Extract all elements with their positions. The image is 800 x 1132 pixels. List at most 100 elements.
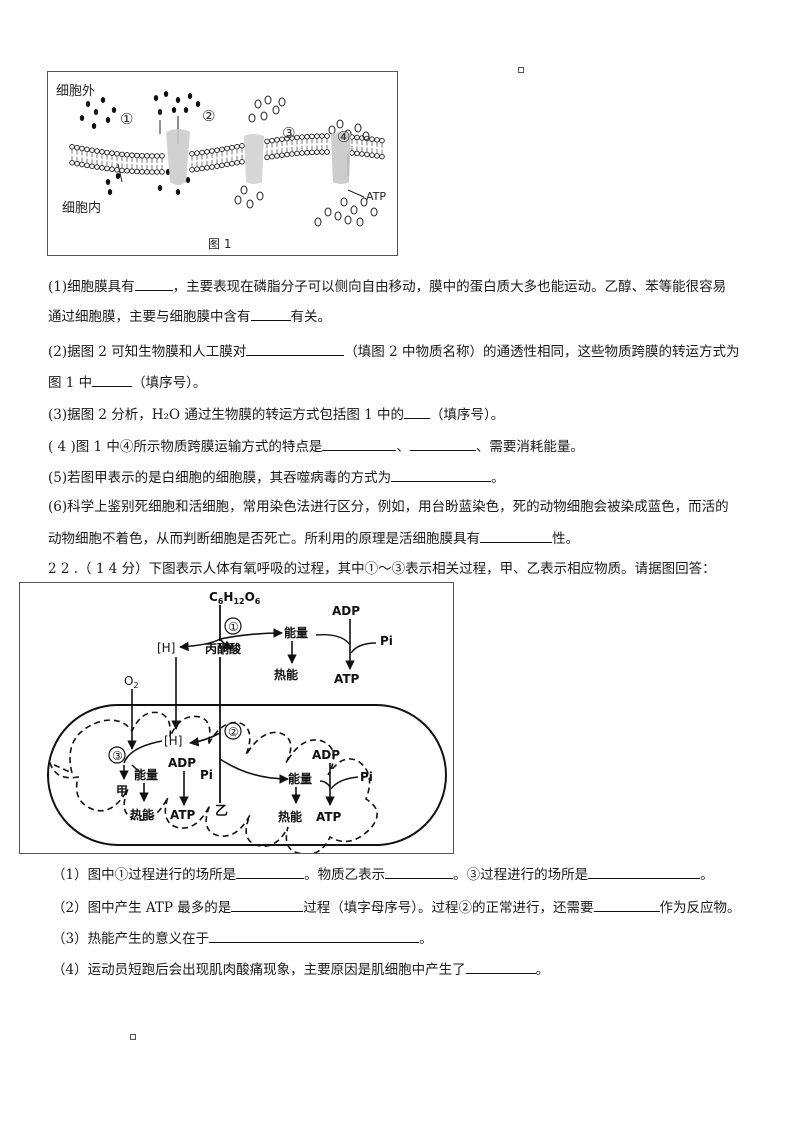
solute-molecule <box>107 189 113 195</box>
answer-blank[interactable] <box>134 276 173 291</box>
arrow-to-h-inner <box>189 732 221 747</box>
solute-molecule <box>105 179 111 185</box>
arrow-to-energy-right <box>219 758 289 784</box>
phospholipid-head <box>364 151 370 158</box>
answer-blank[interactable] <box>480 528 552 543</box>
phospholipid-head <box>374 137 380 143</box>
phospholipid-head <box>144 169 150 175</box>
marker-4: ④ <box>337 128 350 146</box>
answer-blank[interactable] <box>250 306 291 321</box>
solute-molecule-hollow <box>350 205 358 215</box>
solute-molecule <box>157 185 163 191</box>
phospholipid-head <box>274 137 280 143</box>
answer-blank[interactable] <box>246 341 345 356</box>
phospholipid-head <box>324 149 330 155</box>
answer-blank[interactable] <box>92 372 133 387</box>
figure-2-respiration: C6H12O6 ① [H] 丙酮酸 能量 ADP Pi ATP 热能 O2 ② … <box>19 582 454 856</box>
phospholipid-head <box>229 160 235 167</box>
jia-label: 甲 <box>116 784 128 798</box>
yi-label: 乙 <box>215 804 228 819</box>
phospholipid-head <box>84 162 90 169</box>
carrier-protein-4 <box>331 132 351 184</box>
phospholipid-head <box>369 136 375 142</box>
step-3-label: ③ <box>112 749 123 763</box>
phospholipid-head <box>99 149 105 155</box>
phospholipid-head <box>214 163 220 169</box>
energy-join-top <box>315 634 351 646</box>
q21-6-line2: 动物细胞不着色，从而判断细胞是否死亡。所利用的原理是活细胞膜具有性。 <box>48 528 579 548</box>
solute-molecule-hollow <box>254 99 262 109</box>
phospholipid-head <box>379 137 385 144</box>
transport-arrow <box>117 163 123 183</box>
answer-blank[interactable] <box>404 404 431 419</box>
solute-molecule <box>93 109 99 115</box>
solute-molecule-hollow <box>362 131 370 141</box>
answer-blank[interactable] <box>322 436 397 451</box>
phospholipid-head <box>104 149 110 156</box>
figure-1-caption: 图 1 <box>208 237 231 251</box>
arrow-to-h <box>179 638 221 652</box>
to-energy-left <box>131 764 143 774</box>
adp-left-label: ADP <box>168 756 196 770</box>
answer-blank[interactable] <box>231 897 304 912</box>
corner-mark <box>518 67 524 73</box>
phospholipid-head <box>209 164 215 170</box>
solute-molecule <box>195 101 201 107</box>
phospholipid-head <box>369 152 375 158</box>
phospholipid-head <box>74 144 80 151</box>
phospholipid-head <box>204 149 210 155</box>
q21-2-line2: 图 1 中（填序号）。 <box>48 372 206 392</box>
phospholipid-head <box>189 151 195 157</box>
answer-blank[interactable] <box>409 436 476 451</box>
phospholipid-head <box>314 133 320 139</box>
phospholipid-head <box>154 169 160 175</box>
answer-blank[interactable] <box>236 864 305 879</box>
solute-molecule <box>171 107 177 113</box>
phospholipid-head <box>354 150 360 157</box>
step-1-label: ① <box>228 620 239 634</box>
phospholipid-head <box>279 152 285 158</box>
h-inner-label: [H] <box>164 734 182 748</box>
phospholipid-head <box>159 153 165 159</box>
solute-molecule <box>163 91 169 97</box>
answer-blank[interactable] <box>391 467 492 482</box>
solute-molecule-hollow <box>344 215 352 225</box>
phospholipid-head <box>129 168 135 174</box>
phospholipid-head <box>124 168 130 174</box>
solute-molecule-hollow <box>278 97 286 107</box>
atp-top-label: ATP <box>334 672 360 686</box>
phospholipid-head <box>74 160 80 167</box>
phospholipid-head <box>119 167 125 174</box>
phospholipid-head <box>319 133 325 139</box>
phospholipid-head <box>354 134 360 141</box>
solute-molecule <box>115 173 121 179</box>
q22-3: （3）热能产生的意义在于。 <box>52 928 433 948</box>
phospholipid-head <box>294 150 300 157</box>
phospholipid-head <box>134 152 140 159</box>
h-to-step3 <box>123 740 163 764</box>
answer-blank[interactable] <box>385 864 454 879</box>
phospholipid-head <box>224 161 230 168</box>
adp-right-label: ADP <box>312 748 340 762</box>
atp-label: ATP <box>366 190 386 203</box>
heat-top-label: 热能 <box>274 667 298 682</box>
energy-top-label: 能量 <box>284 625 308 640</box>
label-inside: 细胞内 <box>62 200 101 216</box>
phospholipid-head <box>69 143 75 150</box>
answer-blank[interactable] <box>465 959 536 974</box>
solute-molecule-hollow <box>260 111 268 121</box>
answer-blank[interactable] <box>593 897 660 912</box>
answer-blank[interactable] <box>209 928 420 943</box>
phospholipid-head <box>219 146 225 153</box>
solute-molecule <box>183 107 189 113</box>
solute-molecule-hollow <box>314 217 322 227</box>
phospholipid-head <box>264 154 270 161</box>
answer-blank[interactable] <box>588 864 701 879</box>
step-1-marker <box>224 617 242 635</box>
phospholipid-head <box>269 153 275 160</box>
phospholipid-head <box>104 165 110 172</box>
energy-right-label: 能量 <box>288 771 312 786</box>
energy-join-right <box>319 780 331 788</box>
figure-1-membrane: 细胞外 细胞内 ① ② ③ ④ ATP 图 1 <box>47 71 398 256</box>
phospholipid-head <box>94 164 100 170</box>
